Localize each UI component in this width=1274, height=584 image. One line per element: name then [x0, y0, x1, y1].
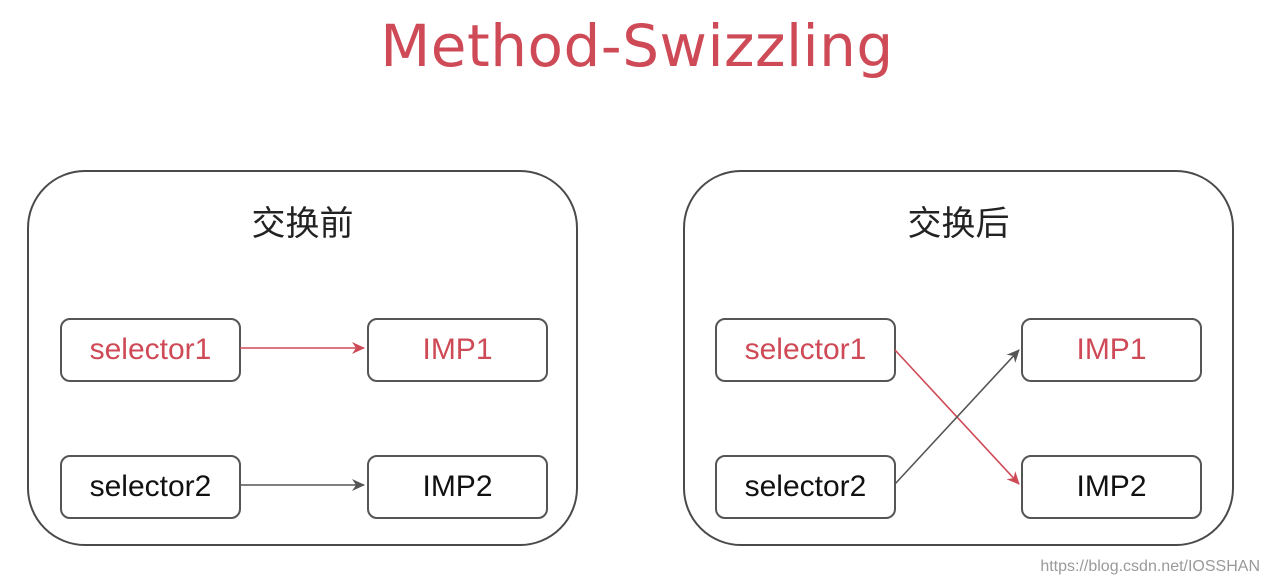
panel-after-swap: 交换后 selector1 IMP1 selector2 IMP2	[683, 170, 1234, 546]
before-selector2-box: selector2	[60, 455, 241, 519]
page-title: Method-Swizzling	[380, 12, 894, 80]
before-imp2-box: IMP2	[367, 455, 548, 519]
after-selector2-box: selector2	[715, 455, 896, 519]
watermark-url: https://blog.csdn.net/IOSSHAN	[1040, 558, 1260, 575]
panel-before-title: 交换前	[251, 204, 354, 244]
panel-before-swap: 交换前 selector1 IMP1 selector2 IMP2	[27, 170, 578, 546]
after-imp1-box: IMP1	[1021, 318, 1202, 382]
before-imp1-box: IMP1	[367, 318, 548, 382]
panel-after-title: 交换后	[907, 204, 1010, 244]
after-imp2-box: IMP2	[1021, 455, 1202, 519]
after-selector1-box: selector1	[715, 318, 896, 382]
before-selector1-box: selector1	[60, 318, 241, 382]
